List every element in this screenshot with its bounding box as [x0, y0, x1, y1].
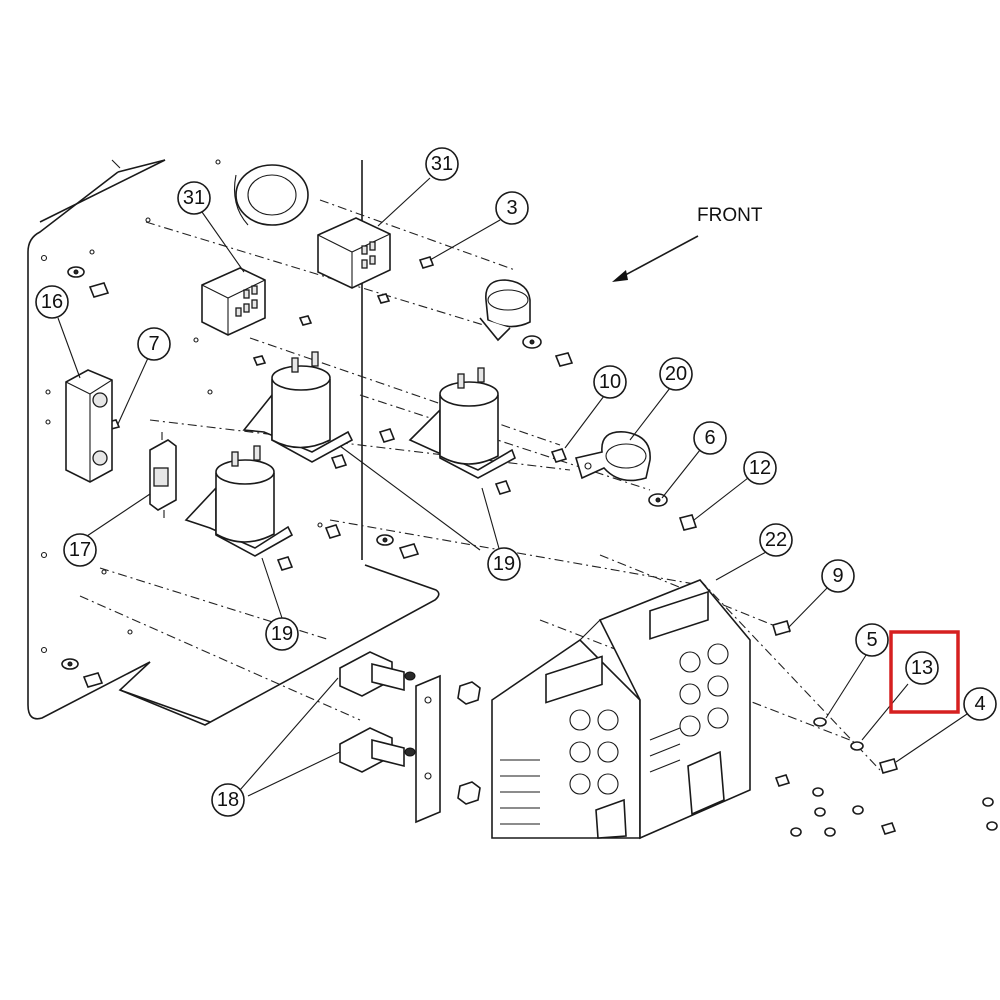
callout-17: 17	[63, 533, 97, 567]
highlight-box-13	[889, 630, 960, 714]
callout-5: 5	[855, 623, 889, 657]
svg-text:31: 31	[431, 153, 453, 175]
screws	[106, 256, 998, 837]
svg-text:7: 7	[148, 333, 159, 355]
clamp-20	[574, 431, 651, 482]
svg-text:17: 17	[69, 539, 91, 561]
svg-text:22: 22	[765, 529, 787, 551]
callout-13: 13	[905, 651, 939, 685]
callout-7: 7	[137, 327, 171, 361]
svg-text:6: 6	[704, 427, 715, 449]
solenoid-19-top-left	[242, 351, 354, 463]
top-fitting	[233, 164, 309, 226]
bus-bar	[415, 674, 481, 824]
leader-lines	[57, 159, 971, 797]
svg-text:3: 3	[506, 197, 517, 219]
callout-16: 16	[35, 285, 69, 319]
relay-31-left	[201, 267, 266, 336]
svg-text:4: 4	[974, 693, 985, 715]
callouts: 31 31 3 16 7 10 20 6	[35, 147, 997, 817]
front-arrowhead	[612, 270, 628, 282]
motor-controllers-22	[491, 579, 751, 840]
callout-31-left: 31	[177, 181, 211, 215]
callout-3: 3	[495, 191, 529, 225]
callout-22: 22	[759, 523, 793, 557]
standoffs-18	[339, 651, 416, 773]
callout-18: 18	[211, 783, 245, 817]
callout-4: 4	[963, 687, 997, 721]
svg-text:20: 20	[665, 363, 687, 385]
callout-19-bottom: 19	[265, 617, 299, 651]
fuse-17	[149, 432, 177, 518]
svg-text:12: 12	[749, 457, 771, 479]
callout-20: 20	[659, 357, 693, 391]
callout-10: 10	[593, 365, 627, 399]
relay-31-right	[317, 217, 391, 289]
svg-text:9: 9	[832, 565, 843, 587]
assembly-lines	[79, 199, 881, 771]
callout-9: 9	[821, 559, 855, 593]
svg-text:19: 19	[271, 623, 293, 645]
callout-6: 6	[693, 421, 727, 455]
svg-text:19: 19	[493, 553, 515, 575]
svg-text:31: 31	[183, 187, 205, 209]
controller-fins	[500, 643, 729, 825]
svg-text:10: 10	[599, 371, 621, 393]
svg-text:16: 16	[41, 291, 63, 313]
svg-text:5: 5	[866, 629, 877, 651]
svg-text:13: 13	[911, 657, 933, 679]
svg-text:18: 18	[217, 789, 239, 811]
callout-31-right: 31	[425, 147, 459, 181]
clamp-top	[479, 279, 531, 342]
front-label: FRONT	[697, 205, 763, 226]
solenoid-19-bottom	[184, 445, 294, 557]
front-arrow	[615, 235, 699, 281]
callout-12: 12	[743, 451, 777, 485]
front-indicator: FRONT	[612, 205, 763, 282]
panel-washer-bolts	[61, 266, 420, 688]
fuse-block-16	[65, 369, 113, 483]
solenoid-19-top-right	[408, 367, 516, 479]
callout-19-right: 19	[487, 547, 521, 581]
